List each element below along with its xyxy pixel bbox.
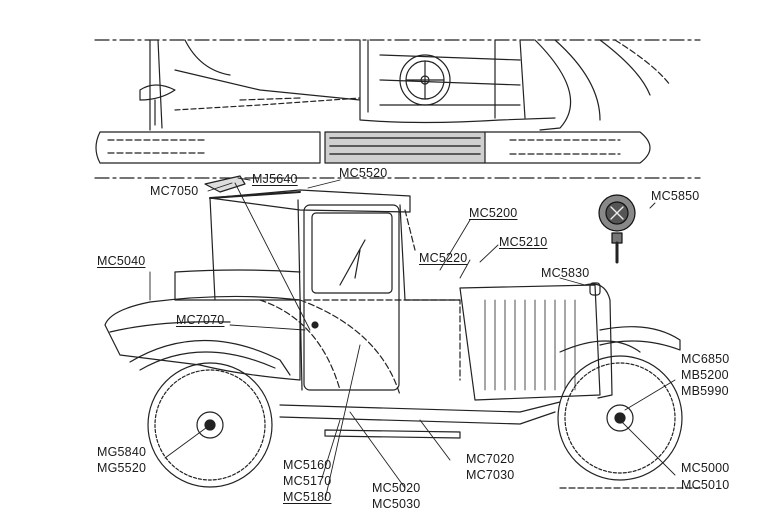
part-label-mb5990: MB5990 [681, 384, 729, 398]
part-label-mb5200: MB5200 [681, 368, 729, 382]
part-label-mc5830: MC5830 [541, 266, 590, 280]
part-label-mc5180: MC5180 [283, 490, 332, 504]
part-label-mc5040: MC5040 [97, 254, 146, 268]
part-label-mc5210: MC5210 [499, 235, 548, 249]
part-label-mc5200: MC5200 [469, 206, 518, 220]
part-label-mc5220: MC5220 [419, 251, 468, 265]
part-label-mc5030: MC5030 [372, 497, 421, 511]
part-label-mg5840: MG5840 [97, 445, 147, 459]
part-label-mc5160: MC5160 [283, 458, 332, 472]
part-label-mc5000: MC5000 [681, 461, 730, 475]
part-label-mc5020: MC5020 [372, 481, 421, 495]
part-label-mc7050: MC7050 [150, 184, 199, 198]
part-label-mc5170: MC5170 [283, 474, 332, 488]
part-label-mc5010: MC5010 [681, 478, 730, 492]
side-view [104, 175, 701, 489]
part-label-mc6850: MC6850 [681, 352, 730, 366]
emblem [598, 194, 636, 264]
part-label-mc5520: MC5520 [339, 166, 388, 180]
part-label-mj5640: MJ5640 [252, 172, 298, 186]
leader-lines [149, 177, 676, 501]
part-label-mc7070: MC7070 [176, 313, 225, 327]
part-label-mc7030: MC7030 [466, 468, 515, 482]
part-label-mg5520: MG5520 [97, 461, 147, 475]
plan-view [94, 39, 701, 179]
part-label-mc5850: MC5850 [651, 189, 700, 203]
part-label-mc7020: MC7020 [466, 452, 515, 466]
